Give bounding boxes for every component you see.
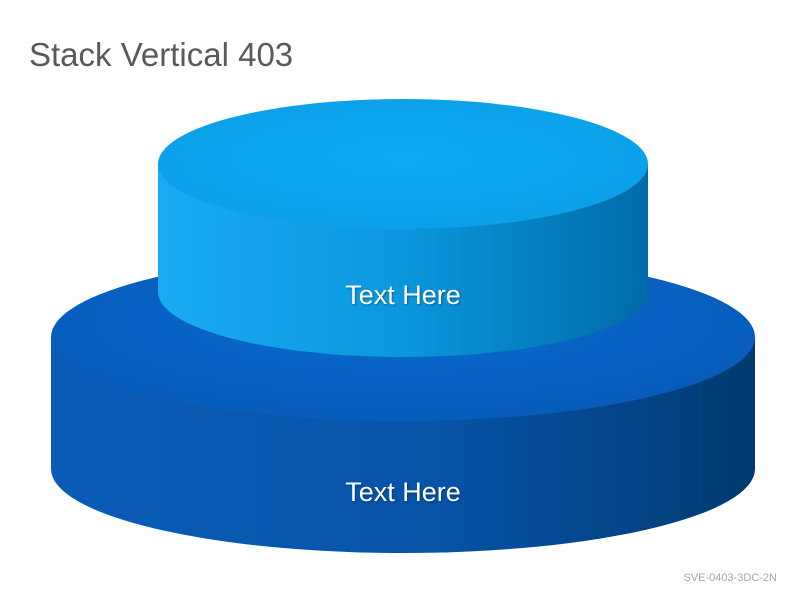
top-layer [158,99,648,357]
bottom-layer-label[interactable]: Text Here [345,477,461,507]
slide-title: Stack Vertical 403 [29,36,294,73]
slide-code: SVE-0403-3DC-2N [683,572,777,584]
top-layer-label[interactable]: Text Here [345,280,461,310]
top-layer-top [158,99,648,229]
